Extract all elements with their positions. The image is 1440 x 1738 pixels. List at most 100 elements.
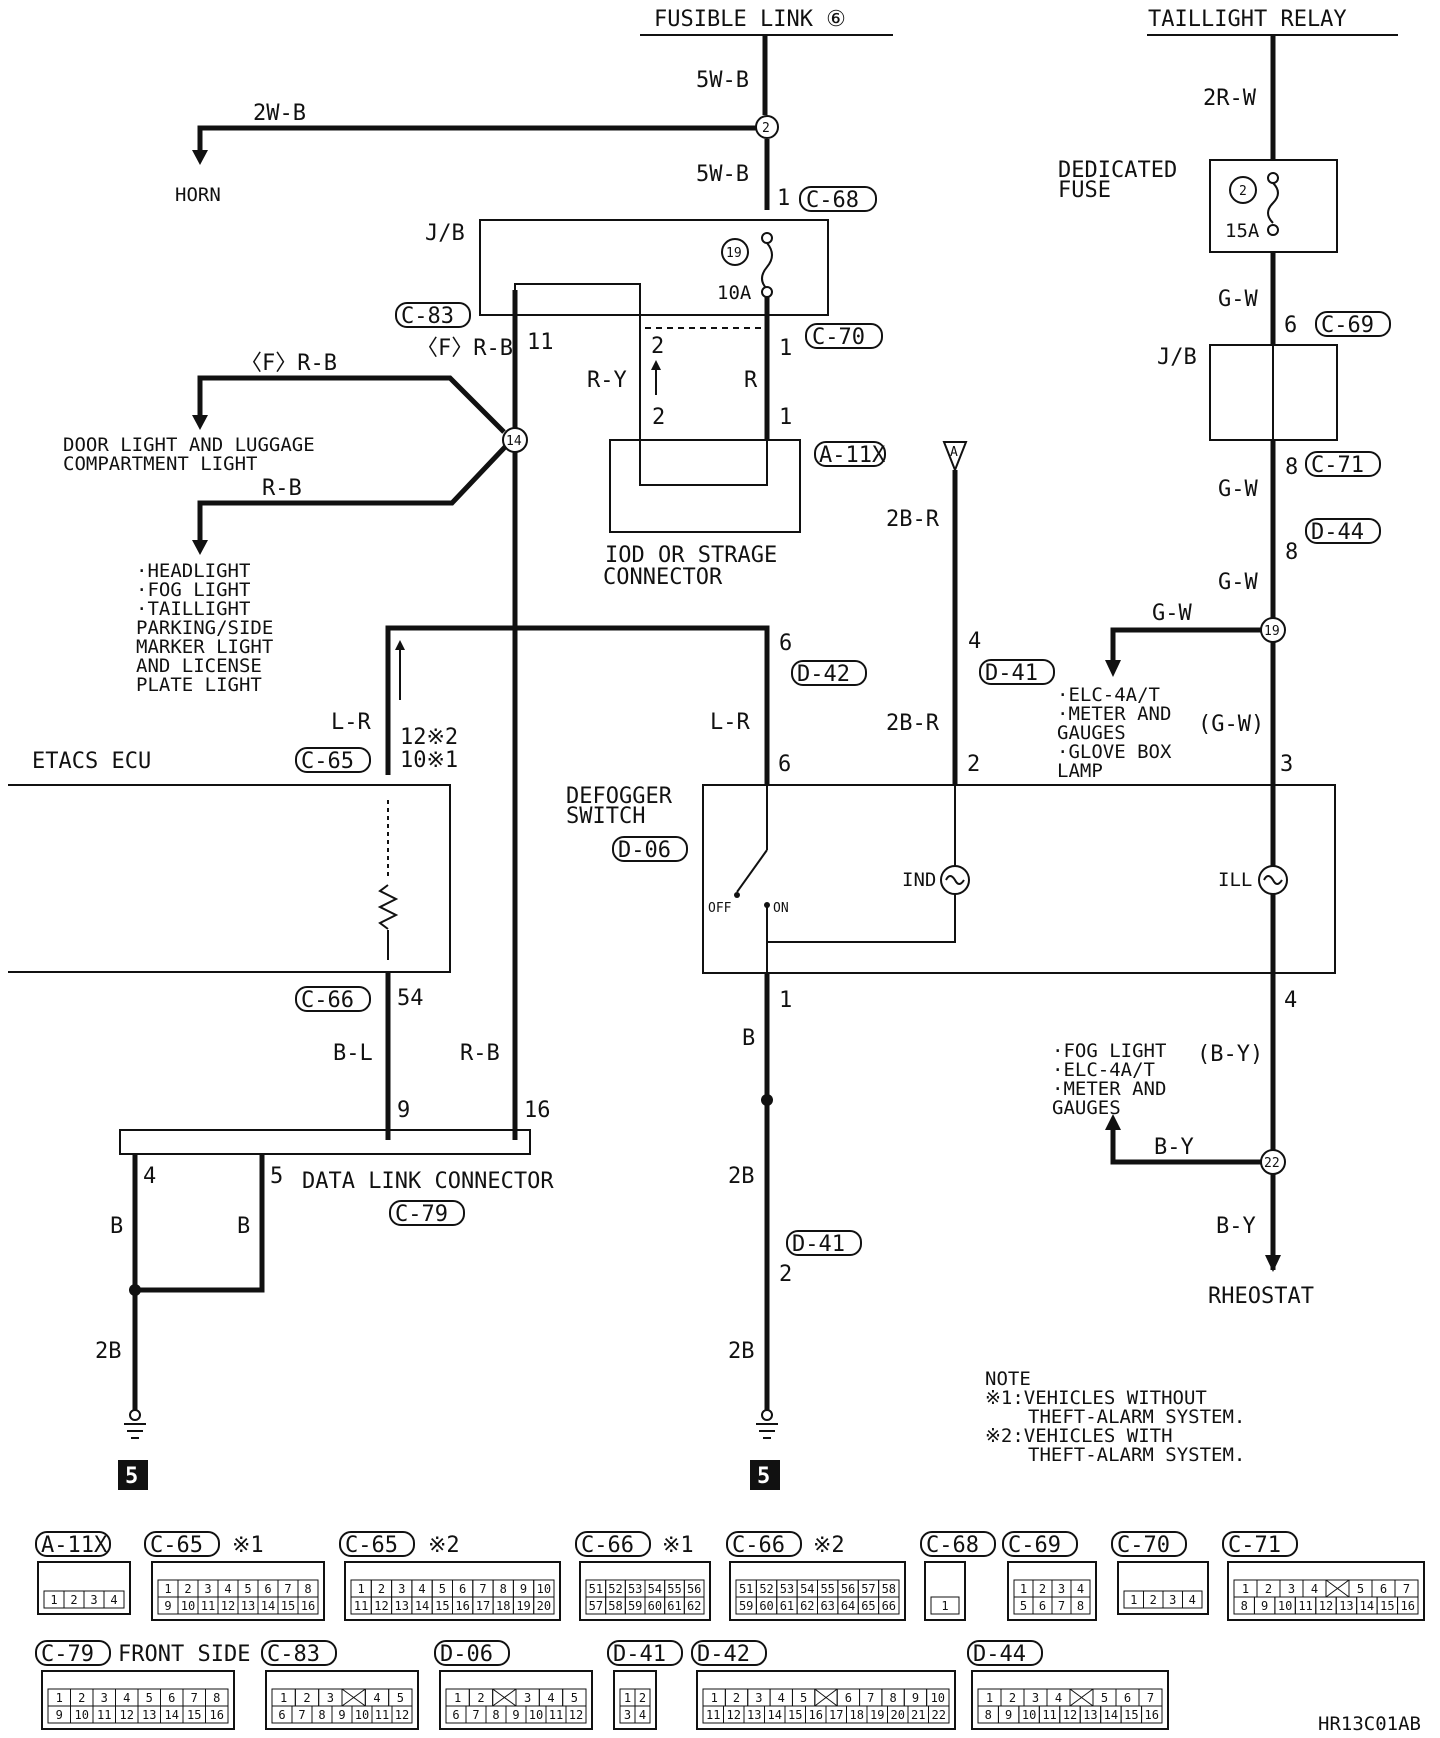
- pin-cell: [103, 1590, 125, 1609]
- pin-number: 4: [778, 1691, 785, 1705]
- conn-d41b: D-41: [792, 1232, 845, 1257]
- legend-c79-badge: [35, 1640, 111, 1666]
- defogger-switch-box: [702, 784, 1336, 974]
- fuse-2-element-icon: [1267, 182, 1279, 224]
- pin-2-sw: 2: [967, 752, 980, 777]
- pinout-c70: [1117, 1561, 1209, 1615]
- taillight-relay-source: TAILLIGHT RELAY: [1147, 7, 1398, 36]
- wire-lr: [385, 625, 770, 785]
- wire-label-lr-right: L-R: [710, 710, 750, 735]
- fuse-2-bottom-terminal: [1267, 224, 1279, 236]
- pin-number: 9: [512, 1708, 519, 1722]
- fuse-15a: 15A: [1225, 220, 1260, 242]
- pin-number: 11: [549, 1708, 563, 1722]
- legend-a11x-label: A-11X: [41, 1533, 108, 1558]
- fuse-19-badge: [721, 238, 749, 266]
- conn-c69: C-69: [1321, 313, 1374, 338]
- legend-c65-2-badge: [339, 1531, 415, 1557]
- pin-number: 9: [164, 1599, 171, 1613]
- pin-number: 2: [378, 1582, 385, 1596]
- pin-number: 1: [1020, 1582, 1027, 1596]
- dedicated-fuse-line1: DEDICATED: [1058, 158, 1177, 183]
- conn-badge-c83: [395, 302, 471, 328]
- splice-14-label: 14: [506, 434, 522, 449]
- pin-number: 3: [1169, 1593, 1176, 1607]
- pin-number: 1: [280, 1691, 287, 1705]
- pin-number: 8: [213, 1691, 220, 1705]
- etacs-circuit: 6 D-42 L-R L-R 12※2 10※1 C-65 ETACS ECU …: [8, 625, 867, 1140]
- pin-number: 14: [165, 1708, 179, 1722]
- pin-number: 9: [520, 1582, 527, 1596]
- splice-14: [502, 427, 528, 453]
- conn-badge-c65: [295, 747, 371, 773]
- pin-4-sw: 4: [1284, 988, 1297, 1013]
- pin-number: 1: [164, 1582, 171, 1596]
- pin-number: 17: [829, 1708, 843, 1722]
- legend-d06-label: D-06: [440, 1642, 493, 1667]
- pin-number: 55: [820, 1582, 834, 1596]
- pin-number: 52: [759, 1582, 773, 1596]
- wire-label-5wb-top: 5W-B: [696, 68, 749, 93]
- conn-badge-d42: [791, 660, 867, 686]
- pin-number: 20: [891, 1708, 905, 1722]
- pin-number: 52: [608, 1582, 622, 1596]
- conn-badge-c71: [1305, 451, 1381, 477]
- pin-number: 9: [1005, 1708, 1012, 1722]
- pin-number: 6: [1039, 1599, 1046, 1613]
- pin-12: 12※2: [400, 725, 458, 750]
- pin-number: 1: [1130, 1593, 1137, 1607]
- pinout-c83: [265, 1670, 419, 1730]
- rheostat-arrow-icon: [1265, 1255, 1281, 1272]
- legend-c65-2-label: C-65: [345, 1533, 398, 1558]
- conn-badge-d41b: [786, 1230, 862, 1256]
- wire-rb-lights: [197, 445, 507, 540]
- wire-label-r: R: [744, 368, 758, 393]
- legend-c66-1-label: C-66: [581, 1533, 634, 1558]
- pin-number: 1: [50, 1593, 57, 1607]
- switch-blade: [736, 849, 768, 893]
- pin-5-dlc: 5: [270, 1164, 283, 1189]
- pin-number: 1: [358, 1582, 365, 1596]
- pin-number: 7: [1058, 1599, 1065, 1613]
- pin-number: 2: [1039, 1582, 1046, 1596]
- conn-badge-c79: [389, 1200, 465, 1226]
- wire-label-frb-left: 〈F〉R-B: [240, 351, 337, 376]
- pin-number: 22: [932, 1708, 946, 1722]
- pin-number: 3: [624, 1708, 631, 1722]
- pin-number: 5: [439, 1582, 446, 1596]
- pin-number: 16: [210, 1708, 224, 1722]
- pin-number: 58: [608, 1599, 622, 1613]
- etacs-resistor-icon: [377, 884, 399, 930]
- ind-label: IND: [902, 869, 936, 891]
- pin-number: 6: [1124, 1691, 1131, 1705]
- pin-number: 11: [706, 1708, 720, 1722]
- pin-number: 6: [168, 1691, 175, 1705]
- meter-item: GAUGES: [1057, 722, 1126, 744]
- legend-c66-2-note: ※2: [813, 1533, 845, 1558]
- pin-number: 3: [327, 1691, 334, 1705]
- pin-number: 12: [374, 1599, 388, 1613]
- pin-cell: [533, 1596, 555, 1615]
- pin-number: 8: [1241, 1599, 1248, 1613]
- pin-54: 54: [397, 986, 424, 1011]
- connector-a-icon: [942, 441, 968, 473]
- pinout-c68: [924, 1561, 966, 1621]
- pin-number: 7: [1403, 1582, 1410, 1596]
- data-link-connector: DATA LINK CONNECTOR C-79 4 5 B B 2B 5: [95, 1129, 554, 1490]
- conn-c70: C-70: [812, 325, 865, 350]
- pin-number: 19: [870, 1708, 884, 1722]
- pin-number: 62: [800, 1599, 814, 1613]
- legend-d06-badge: [434, 1640, 510, 1666]
- pin-number: 10: [355, 1708, 369, 1722]
- conn-c83: C-83: [401, 304, 454, 329]
- lights-item: ·FOG LIGHT: [136, 579, 250, 601]
- meter-item: ·METER AND: [1057, 703, 1171, 725]
- pin-number: 2: [1009, 1691, 1016, 1705]
- pin-number: 2: [184, 1582, 191, 1596]
- pin-number: 2: [78, 1691, 85, 1705]
- rheostat-circuit: 4 ·FOG LIGHT ·ELC-4A/T ·METER AND GAUGES…: [1052, 988, 1314, 1309]
- legend-c66-2-badge: [726, 1531, 802, 1557]
- pin-number: 1: [624, 1691, 631, 1705]
- legend-c71-label: C-71: [1228, 1533, 1281, 1558]
- pin-cell: [1070, 1596, 1091, 1615]
